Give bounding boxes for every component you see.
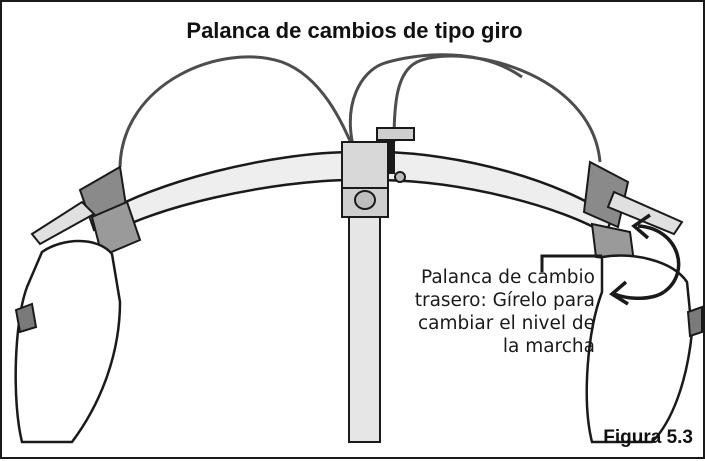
rotation-arrow-icon	[609, 213, 681, 306]
figure-label: Figura 5.3	[603, 427, 693, 448]
callout-line: la marcha	[502, 336, 595, 357]
figure-title: Palanca de cambios de tipo giro	[186, 18, 523, 43]
rear-shifter-callout: Palanca de cambio trasero: Gírelo para c…	[415, 266, 595, 358]
callout-line: Palanca de cambio	[421, 267, 595, 288]
callout-line: trasero: Gírelo para	[414, 290, 595, 311]
callout-line: cambiar el nivel de	[418, 313, 595, 334]
